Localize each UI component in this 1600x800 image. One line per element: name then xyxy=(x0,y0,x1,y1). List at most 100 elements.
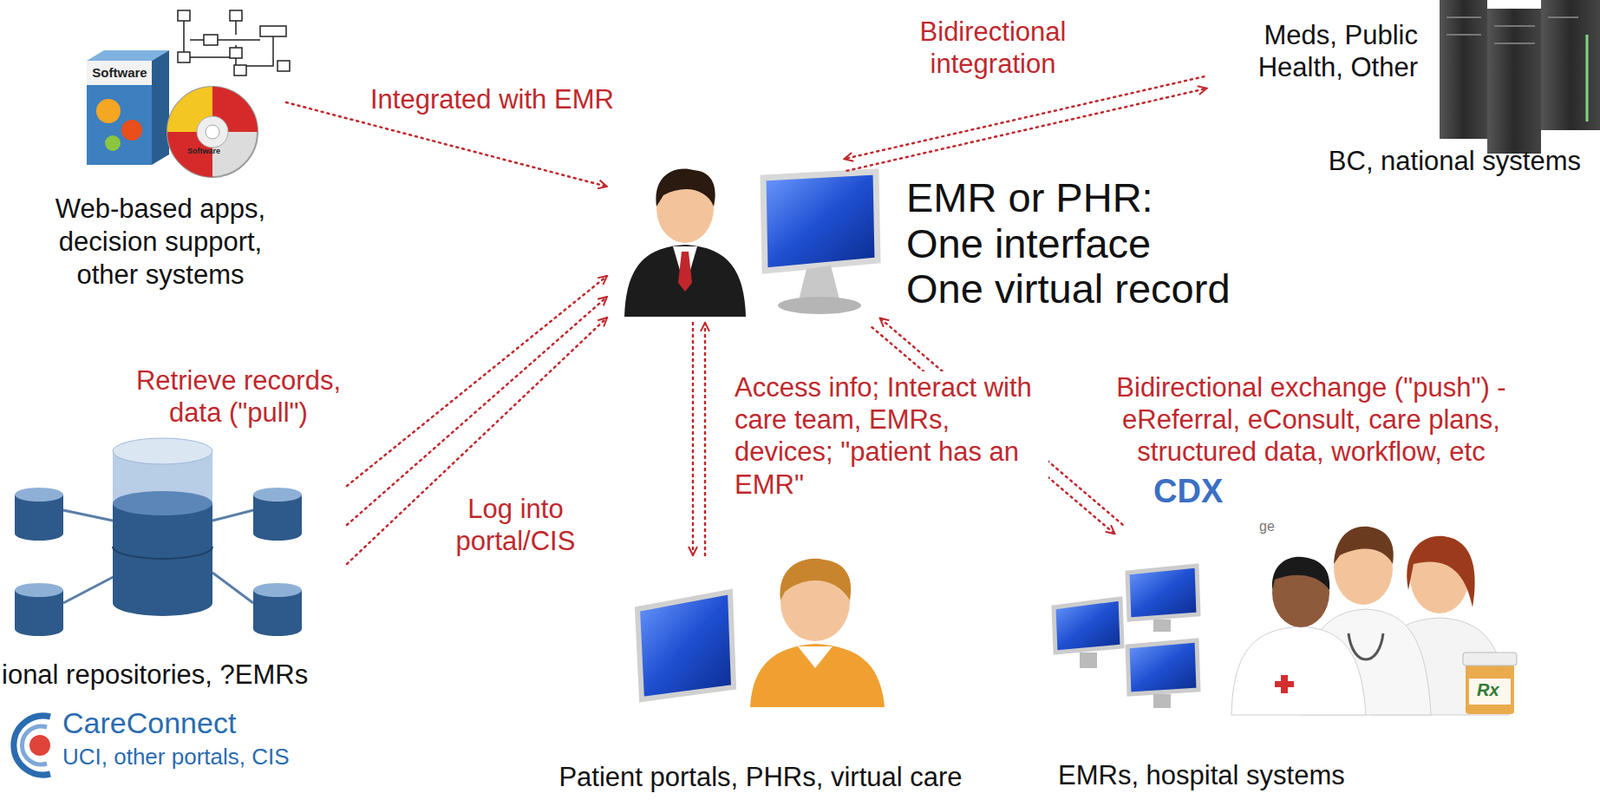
cdx-logo-text: CDX xyxy=(1153,473,1223,510)
software-box-icon xyxy=(96,98,121,124)
node-caption: ional repositories, ?EMRs xyxy=(0,659,347,691)
server-icon xyxy=(1439,0,1488,139)
computers-icon xyxy=(1053,565,1199,708)
dotted-connector xyxy=(346,317,608,564)
software-box-icon xyxy=(121,119,143,141)
cd-disc-icon xyxy=(167,86,258,177)
database-icon xyxy=(14,487,302,636)
dotted-line xyxy=(346,275,608,486)
edge-label: Bidirectional exchange ("push") - eRefer… xyxy=(1068,371,1555,469)
server-icon xyxy=(1446,17,1579,44)
software-box-icon xyxy=(86,60,152,165)
database-icon xyxy=(112,437,213,464)
dotted-line xyxy=(843,76,1204,159)
app-node: Web-based apps, decision support, other … xyxy=(34,0,287,291)
cd-disc-icon xyxy=(205,124,220,139)
database-icon xyxy=(253,582,302,597)
monitor-icon xyxy=(777,296,862,314)
node-caption: Meds, Public Health, Other xyxy=(1240,19,1418,84)
user-node: EMR or PHR:One interfaceOne virtual reco… xyxy=(607,164,1267,323)
user-icon xyxy=(624,244,746,317)
database-icon xyxy=(14,526,64,541)
computers-icon xyxy=(1127,640,1199,694)
software-box-icon xyxy=(86,60,152,85)
database-icon xyxy=(253,487,302,502)
computers-icon xyxy=(1079,652,1098,668)
node-caption: CareConnect xyxy=(62,705,347,740)
database-icon xyxy=(253,621,302,636)
careconnect-logo xyxy=(29,734,51,756)
hospital-node: EMRs, hospital systems xyxy=(1031,528,1553,791)
flowchart-icon xyxy=(277,60,290,72)
patient-icon xyxy=(637,591,734,699)
clinicians-icon xyxy=(1333,526,1394,564)
server-icon xyxy=(1541,0,1600,131)
careconnect-logo xyxy=(13,715,51,775)
dotted-connector xyxy=(843,76,1207,171)
node-caption: EMR or PHR: xyxy=(906,175,1267,222)
flowchart-icon xyxy=(177,10,190,21)
pill-bottle-icon xyxy=(1462,652,1517,666)
clinicians-icon xyxy=(1280,674,1288,693)
node-caption: Web-based apps, decision support, other … xyxy=(52,192,269,291)
pill-bottle-icon xyxy=(1465,663,1515,714)
patient-icon xyxy=(780,558,852,601)
node-caption: BC, national systems xyxy=(1205,145,1600,177)
careconnect-logo xyxy=(13,715,51,775)
server-icon xyxy=(1586,34,1589,122)
dotted-connector xyxy=(346,296,608,525)
edge-label: Integrated with EMR xyxy=(367,83,617,116)
database-icon xyxy=(112,546,213,559)
dotted-line xyxy=(704,322,707,556)
flowchart-icon xyxy=(234,65,247,76)
user-icon xyxy=(655,168,715,207)
database-icon xyxy=(112,450,213,603)
node-caption: EMRs, hospital systems xyxy=(1057,759,1553,791)
dotted-line xyxy=(692,322,695,556)
flowchart-icon xyxy=(203,34,218,46)
cd-disc-icon xyxy=(167,86,258,177)
node-caption: UCI, other portals, CIS xyxy=(62,743,347,771)
node-caption: One interface xyxy=(906,221,1267,268)
patient-icon xyxy=(797,646,833,668)
node-caption: Patient portals, PHRs, virtual care xyxy=(543,761,978,793)
computers-icon xyxy=(1153,693,1171,708)
edge-label: Access info; Interact with care team, EM… xyxy=(731,371,1049,501)
box-label: Software xyxy=(87,65,152,81)
edge-label: Retrieve records, data ("pull") xyxy=(130,364,347,429)
software-box-icon xyxy=(86,50,170,165)
dotted-connector xyxy=(346,275,608,486)
database-icon xyxy=(14,582,64,597)
edge-label: Log into portal/CIS xyxy=(444,492,588,557)
patient-icon xyxy=(750,643,885,707)
disc-label: Software xyxy=(187,147,221,157)
computers-icon xyxy=(1053,598,1123,653)
database-icon xyxy=(112,589,213,616)
patient-node: Patient portals, PHRs, virtual care xyxy=(543,555,978,793)
dotted-line xyxy=(346,317,608,564)
pill-bottle-icon xyxy=(1462,652,1517,714)
system-node: Meds, Public Health, OtherBC, national s… xyxy=(1205,0,1600,177)
clinicians-icon xyxy=(1272,556,1330,590)
flowchart-icon xyxy=(177,52,190,63)
database-icon xyxy=(253,526,302,541)
pill-bottle-icon xyxy=(1469,678,1511,705)
database-icon xyxy=(112,490,213,516)
flowchart-icon xyxy=(260,26,287,37)
dotted-connector xyxy=(692,322,706,556)
database-icon xyxy=(14,621,64,636)
dotted-line xyxy=(346,296,608,525)
server-icon xyxy=(1487,8,1542,154)
rx-symbol: Rx xyxy=(1476,679,1500,699)
flowchart-icon xyxy=(177,10,290,76)
dotted-line xyxy=(847,88,1208,171)
repository-node: ional repositories, ?EMRsCareConnectUCI,… xyxy=(0,414,347,771)
clinicians-icon xyxy=(1406,535,1475,608)
computers-icon xyxy=(1127,565,1199,620)
patient-icon xyxy=(637,558,885,707)
software-box-icon xyxy=(151,50,170,165)
monitor-icon xyxy=(763,171,878,314)
monitor-icon xyxy=(763,171,878,271)
server-icon xyxy=(1439,0,1600,154)
flowchart-icon xyxy=(229,10,242,21)
